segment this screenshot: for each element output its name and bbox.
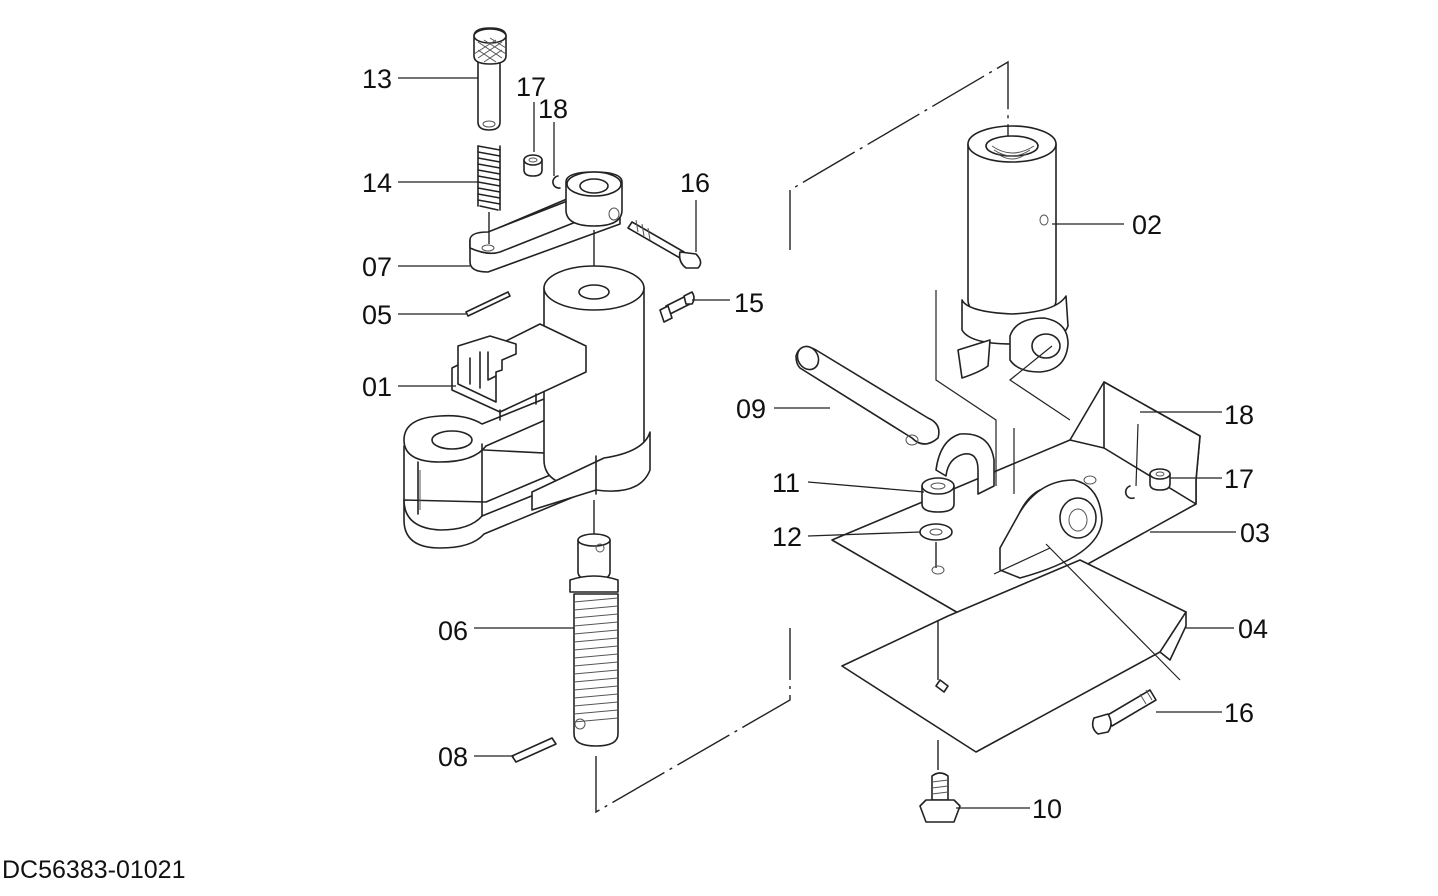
part-16-bolt-left — [627, 219, 702, 269]
construction-line — [935, 290, 997, 486]
part-18-snap-ring-left — [552, 175, 561, 189]
part-05-pin — [465, 291, 511, 317]
callout-13: 13 — [362, 64, 392, 94]
callout-14: 14 — [362, 168, 392, 198]
part-11-nut — [921, 477, 955, 513]
part-09-shaft-pin — [795, 345, 940, 446]
callout-17-left: 17 — [516, 72, 546, 102]
callout-08: 08 — [438, 742, 468, 772]
assembly-line-top — [789, 60, 1009, 250]
part-15-grease-nipple — [659, 291, 695, 323]
part-18-snap-ring-right — [1124, 485, 1135, 500]
part-10-bolt — [919, 772, 961, 823]
part-01-main-body — [403, 265, 651, 549]
callout-02: 02 — [1132, 210, 1162, 240]
callout-17-right: 17 — [1224, 464, 1254, 494]
construction-line — [993, 547, 1051, 575]
callout-04: 04 — [1238, 614, 1268, 644]
part-04-base-plate — [841, 559, 1187, 753]
part-08-spring-pin — [511, 737, 557, 763]
callout-15: 15 — [734, 288, 764, 318]
callout-16-right: 16 — [1224, 698, 1254, 728]
callout-03: 03 — [1240, 518, 1270, 548]
construction-line — [1008, 345, 1071, 421]
leader-lines — [398, 77, 1236, 809]
part-13-knurled-pin — [473, 27, 507, 131]
document-code: DC56383-01021 — [2, 856, 185, 884]
construction-line — [1045, 543, 1181, 681]
part-17-nut-right — [1149, 468, 1171, 491]
callout-18-right: 18 — [1224, 400, 1254, 430]
assembly-line-bottom — [595, 628, 791, 814]
part-02-tube — [957, 125, 1069, 379]
hole — [931, 565, 945, 575]
part-17-nut-left — [523, 154, 543, 177]
part-07-lever-arm — [469, 171, 623, 273]
part-12-washer — [919, 523, 953, 541]
callout-10: 10 — [1032, 794, 1062, 824]
callout-18-left: 18 — [538, 94, 568, 124]
callout-05: 05 — [362, 300, 392, 330]
callout-07: 07 — [362, 252, 392, 282]
callout-16-left: 16 — [680, 168, 710, 198]
part-14-spring — [477, 145, 501, 211]
part-06-threaded-stud — [569, 533, 619, 747]
callout-09: 09 — [736, 394, 766, 424]
part-16-bolt-right — [1091, 689, 1157, 735]
part-03-bracket — [831, 381, 1201, 627]
callout-11: 11 — [772, 468, 800, 498]
construction-line — [1135, 423, 1139, 487]
callout-12: 12 — [772, 522, 802, 552]
callout-06: 06 — [438, 616, 468, 646]
callout-01: 01 — [362, 372, 392, 402]
